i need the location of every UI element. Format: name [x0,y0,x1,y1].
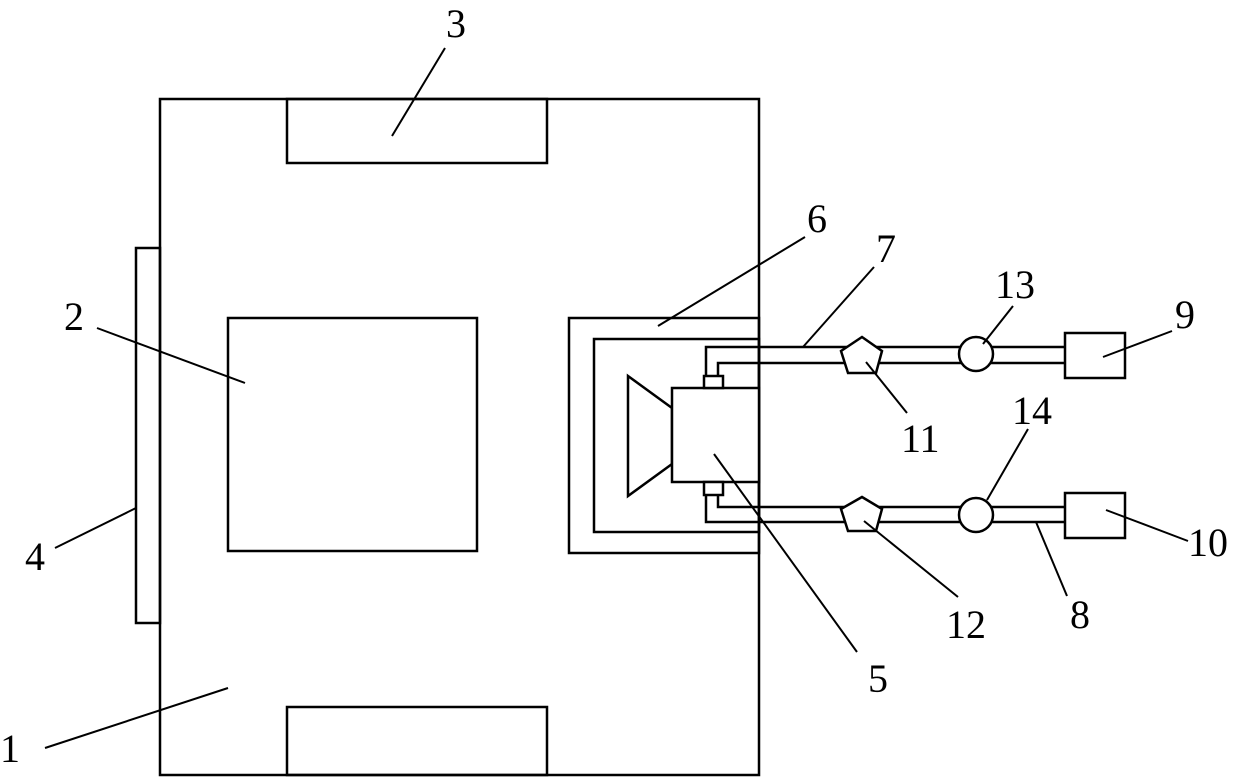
label-8: 8 [1070,592,1090,637]
label-2: 2 [64,294,84,339]
leader-4 [55,508,136,548]
label-5: 5 [868,656,888,701]
leader-12 [864,521,958,597]
lower-port [704,482,723,495]
upper-port [704,376,723,388]
label-9: 9 [1175,292,1195,337]
lower-circle-valve [959,498,993,532]
label-14: 14 [1012,388,1052,433]
bottom-plate [287,707,547,775]
device-nozzle [628,376,672,496]
upper-circle-valve [959,337,993,371]
label-6: 6 [807,196,827,241]
upper-box [1065,333,1125,378]
main-body [160,99,759,775]
label-1: 1 [0,726,20,771]
leader-6 [658,237,805,326]
lower-box [1065,493,1125,538]
leader-14 [987,429,1028,500]
upper-pentagon-valve [841,337,882,373]
leader-11 [866,362,907,413]
center-block [228,318,477,551]
leader-8 [1036,522,1067,596]
side-strip [136,248,160,623]
lower-pentagon-valve [841,497,882,531]
device-body [672,388,759,482]
label-7: 7 [876,226,896,271]
label-3: 3 [446,1,466,46]
leader-3 [392,48,445,136]
leader-1 [45,688,228,748]
label-10: 10 [1188,520,1228,565]
leader-7 [803,267,874,347]
leader-13 [983,306,1013,344]
leader-2 [97,328,245,383]
label-13: 13 [995,262,1035,307]
top-plate [287,99,547,163]
label-12: 12 [946,602,986,647]
label-4: 4 [25,534,45,579]
label-11: 11 [901,416,940,461]
